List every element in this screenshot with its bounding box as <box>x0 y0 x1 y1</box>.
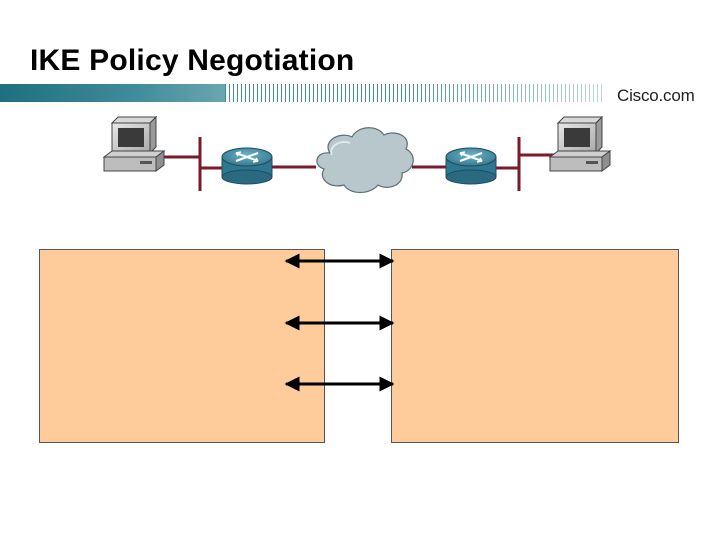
cloud-icon <box>316 127 414 194</box>
network-topology <box>102 115 612 194</box>
router-icon <box>445 147 497 185</box>
header-bar-stripes <box>225 84 605 102</box>
pc-icon <box>548 115 612 172</box>
right-lan-segment <box>496 137 556 191</box>
left-lan-segment <box>158 137 222 191</box>
header-bar <box>0 84 720 102</box>
peer-b-policy-box <box>391 249 679 443</box>
peer-a-policy-box <box>39 249 325 443</box>
cisco-logo: Cisco.com <box>617 86 695 105</box>
router-icon <box>221 147 273 185</box>
pc-icon <box>102 115 166 172</box>
header-bar-solid <box>0 84 225 102</box>
slide-title: IKE Policy Negotiation <box>30 44 355 77</box>
